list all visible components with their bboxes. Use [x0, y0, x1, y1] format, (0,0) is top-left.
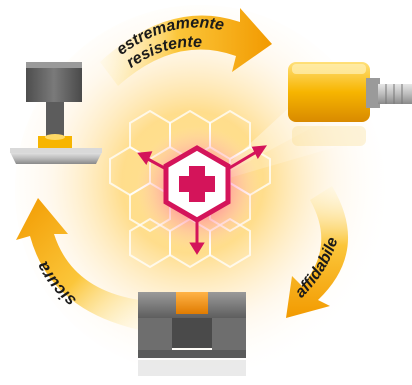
right-arrow-icon: [286, 186, 349, 318]
block-part-icon: [138, 292, 246, 376]
plug-part-icon: [288, 62, 412, 146]
left-arrow-icon: [16, 198, 140, 330]
top-arrow-icon: [100, 8, 272, 86]
clamp-part-icon: [10, 62, 102, 164]
hex-cross-icon: [137, 145, 268, 255]
